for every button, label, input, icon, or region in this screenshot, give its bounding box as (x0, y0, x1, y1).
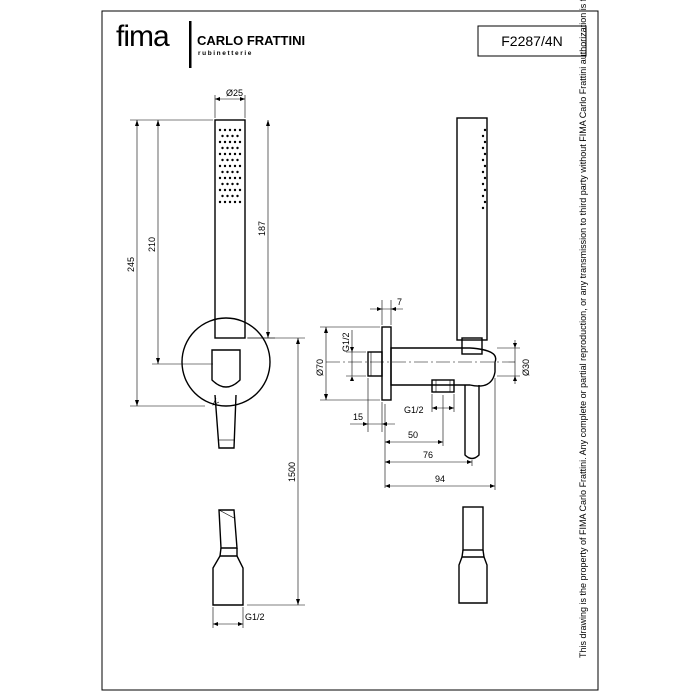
dim-g12-bottom: G1/2 (245, 612, 265, 622)
side-view: 7 G1/2 Ø70 Ø30 15 G1/2 (315, 117, 531, 604)
dim-diameter-25: Ø25 (226, 88, 243, 98)
hose-nut (212, 555, 244, 606)
elbow-body (390, 347, 497, 387)
wall-flange (181, 317, 271, 407)
holder-collar (461, 337, 483, 355)
brand-tagline: rubinetterie (198, 50, 253, 57)
wall-plate (381, 326, 392, 401)
side-hose-nut (458, 556, 488, 604)
dim-diameter-30: Ø30 (521, 359, 531, 376)
dim-7: 7 (397, 297, 402, 307)
outlet-connector (431, 379, 455, 393)
logo-divider (189, 21, 192, 68)
holder-bracket (211, 349, 241, 388)
disclaimer-text: This drawing is the property of FIMA Car… (578, 0, 588, 658)
dim-1500: 1500 (287, 462, 297, 482)
dim-15: 15 (353, 412, 363, 422)
dim-94: 94 (435, 474, 445, 484)
drawing-border (101, 10, 599, 691)
product-code: F2287/4N (501, 33, 562, 49)
side-handshower (456, 117, 488, 341)
dim-210: 210 (147, 237, 157, 252)
hose-top (214, 394, 237, 449)
dim-245: 245 (126, 257, 136, 272)
side-hose-bottom (462, 506, 484, 551)
side-nozzle-column (481, 128, 487, 210)
hose-outlet-top (464, 385, 480, 460)
front-view: Ø25 245 210 187 1500 G1/2 (126, 88, 305, 628)
dim-76: 76 (423, 450, 433, 460)
handshower-body (214, 119, 246, 339)
dim-50: 50 (408, 430, 418, 440)
brand-subtitle: CARLO FRATTINI (197, 33, 305, 48)
dim-diameter-70: Ø70 (315, 359, 325, 376)
dim-g12-outlet: G1/2 (404, 405, 424, 415)
hose-bottom (218, 509, 238, 549)
inlet-nipple (367, 351, 383, 377)
title-block: fima CARLO FRATTINI rubinetterie F2287/4… (116, 20, 587, 68)
brand-logo: fima (116, 20, 170, 53)
dim-187: 187 (257, 221, 267, 236)
code-box (477, 25, 587, 57)
nozzle-pattern (218, 128, 242, 204)
dim-g12-inlet: G1/2 (341, 332, 351, 352)
